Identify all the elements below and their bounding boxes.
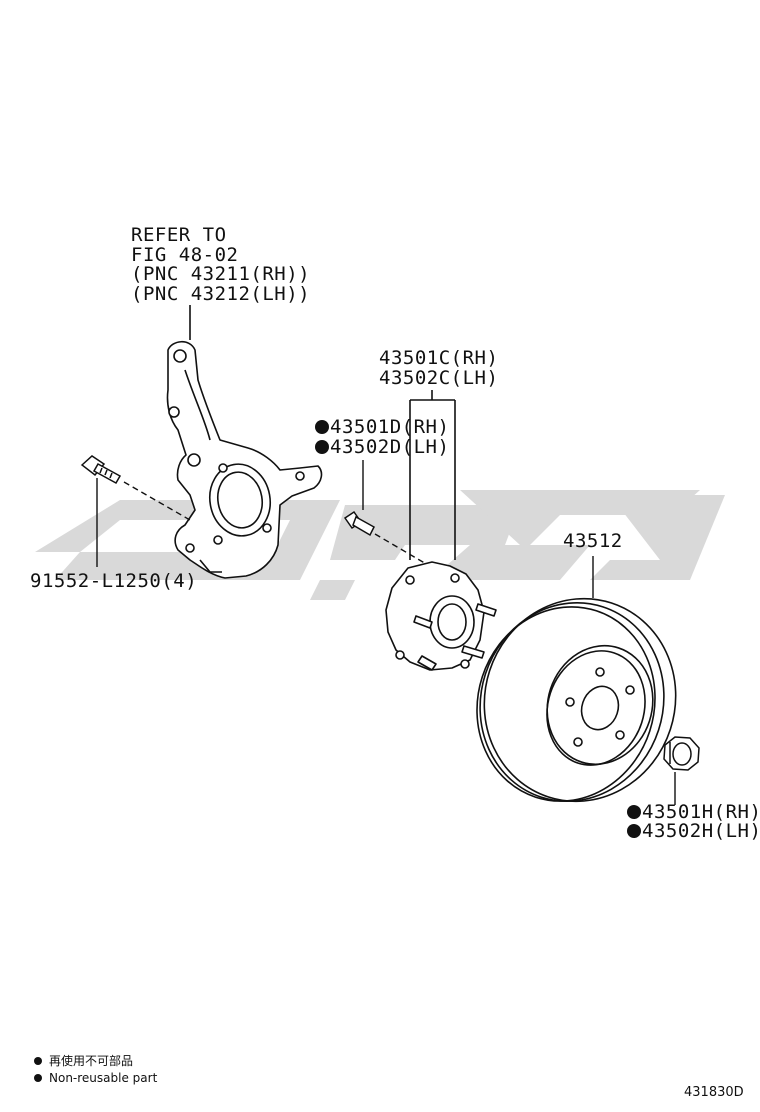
- legend-dot-icon: [34, 1074, 42, 1082]
- steering-knuckle: [166, 340, 323, 579]
- legend-english: Non-reusable part: [34, 1072, 157, 1084]
- hub-nut-rh-text: 43501H(RH): [642, 801, 760, 823]
- hub-assy-lh-label: 43502C(LH): [379, 367, 499, 389]
- knuckle-bolt-label: 91552-L1250(4): [30, 570, 198, 592]
- hub-nut-lh-label: 43502H(LH): [627, 822, 760, 841]
- non-reusable-dot-icon: [627, 824, 641, 838]
- hub-bolt-lh-label: 43502D(LH): [315, 438, 449, 457]
- legend-english-text: Non-reusable part: [49, 1071, 158, 1085]
- hub-assy-rh-label: 43501C(RH): [379, 347, 499, 369]
- legend-dot-icon: [34, 1057, 42, 1065]
- non-reusable-dot-icon: [627, 805, 641, 819]
- non-reusable-dot-icon: [315, 440, 329, 454]
- hub-assy-leader: [409, 390, 456, 560]
- brake-disc: [476, 597, 677, 803]
- disc-label: 43512: [563, 530, 623, 552]
- hub-nut: [663, 736, 700, 771]
- figure-number: 431830D: [684, 1085, 744, 1100]
- hub-assembly: [385, 561, 497, 671]
- hub-nut-lh-text: 43502H(LH): [642, 820, 760, 842]
- hub-bolt-rh-label: 43501D(RH): [315, 418, 449, 437]
- hub-nut-rh-label: 43501H(RH): [627, 803, 760, 822]
- refer-line-1: REFER TO: [131, 224, 227, 246]
- refer-line-3: (PNC 43211(RH)): [131, 263, 311, 285]
- hub-bolt: [343, 510, 375, 537]
- refer-line-4: (PNC 43212(LH)): [131, 283, 311, 305]
- hub-bolt-lh-text: 43502D(LH): [330, 436, 450, 458]
- refer-line-2: FIG 48-02: [131, 244, 239, 266]
- hub-bolt-rh-text: 43501D(RH): [330, 416, 450, 438]
- hub-bolt-leader: [362, 460, 429, 566]
- non-reusable-dot-icon: [315, 420, 329, 434]
- knuckle-bolt: [80, 455, 122, 485]
- legend-japanese: 再使用不可部品: [34, 1055, 133, 1067]
- knuckle-bolt-leader: [96, 478, 191, 567]
- legend-japanese-text: 再使用不可部品: [49, 1054, 134, 1068]
